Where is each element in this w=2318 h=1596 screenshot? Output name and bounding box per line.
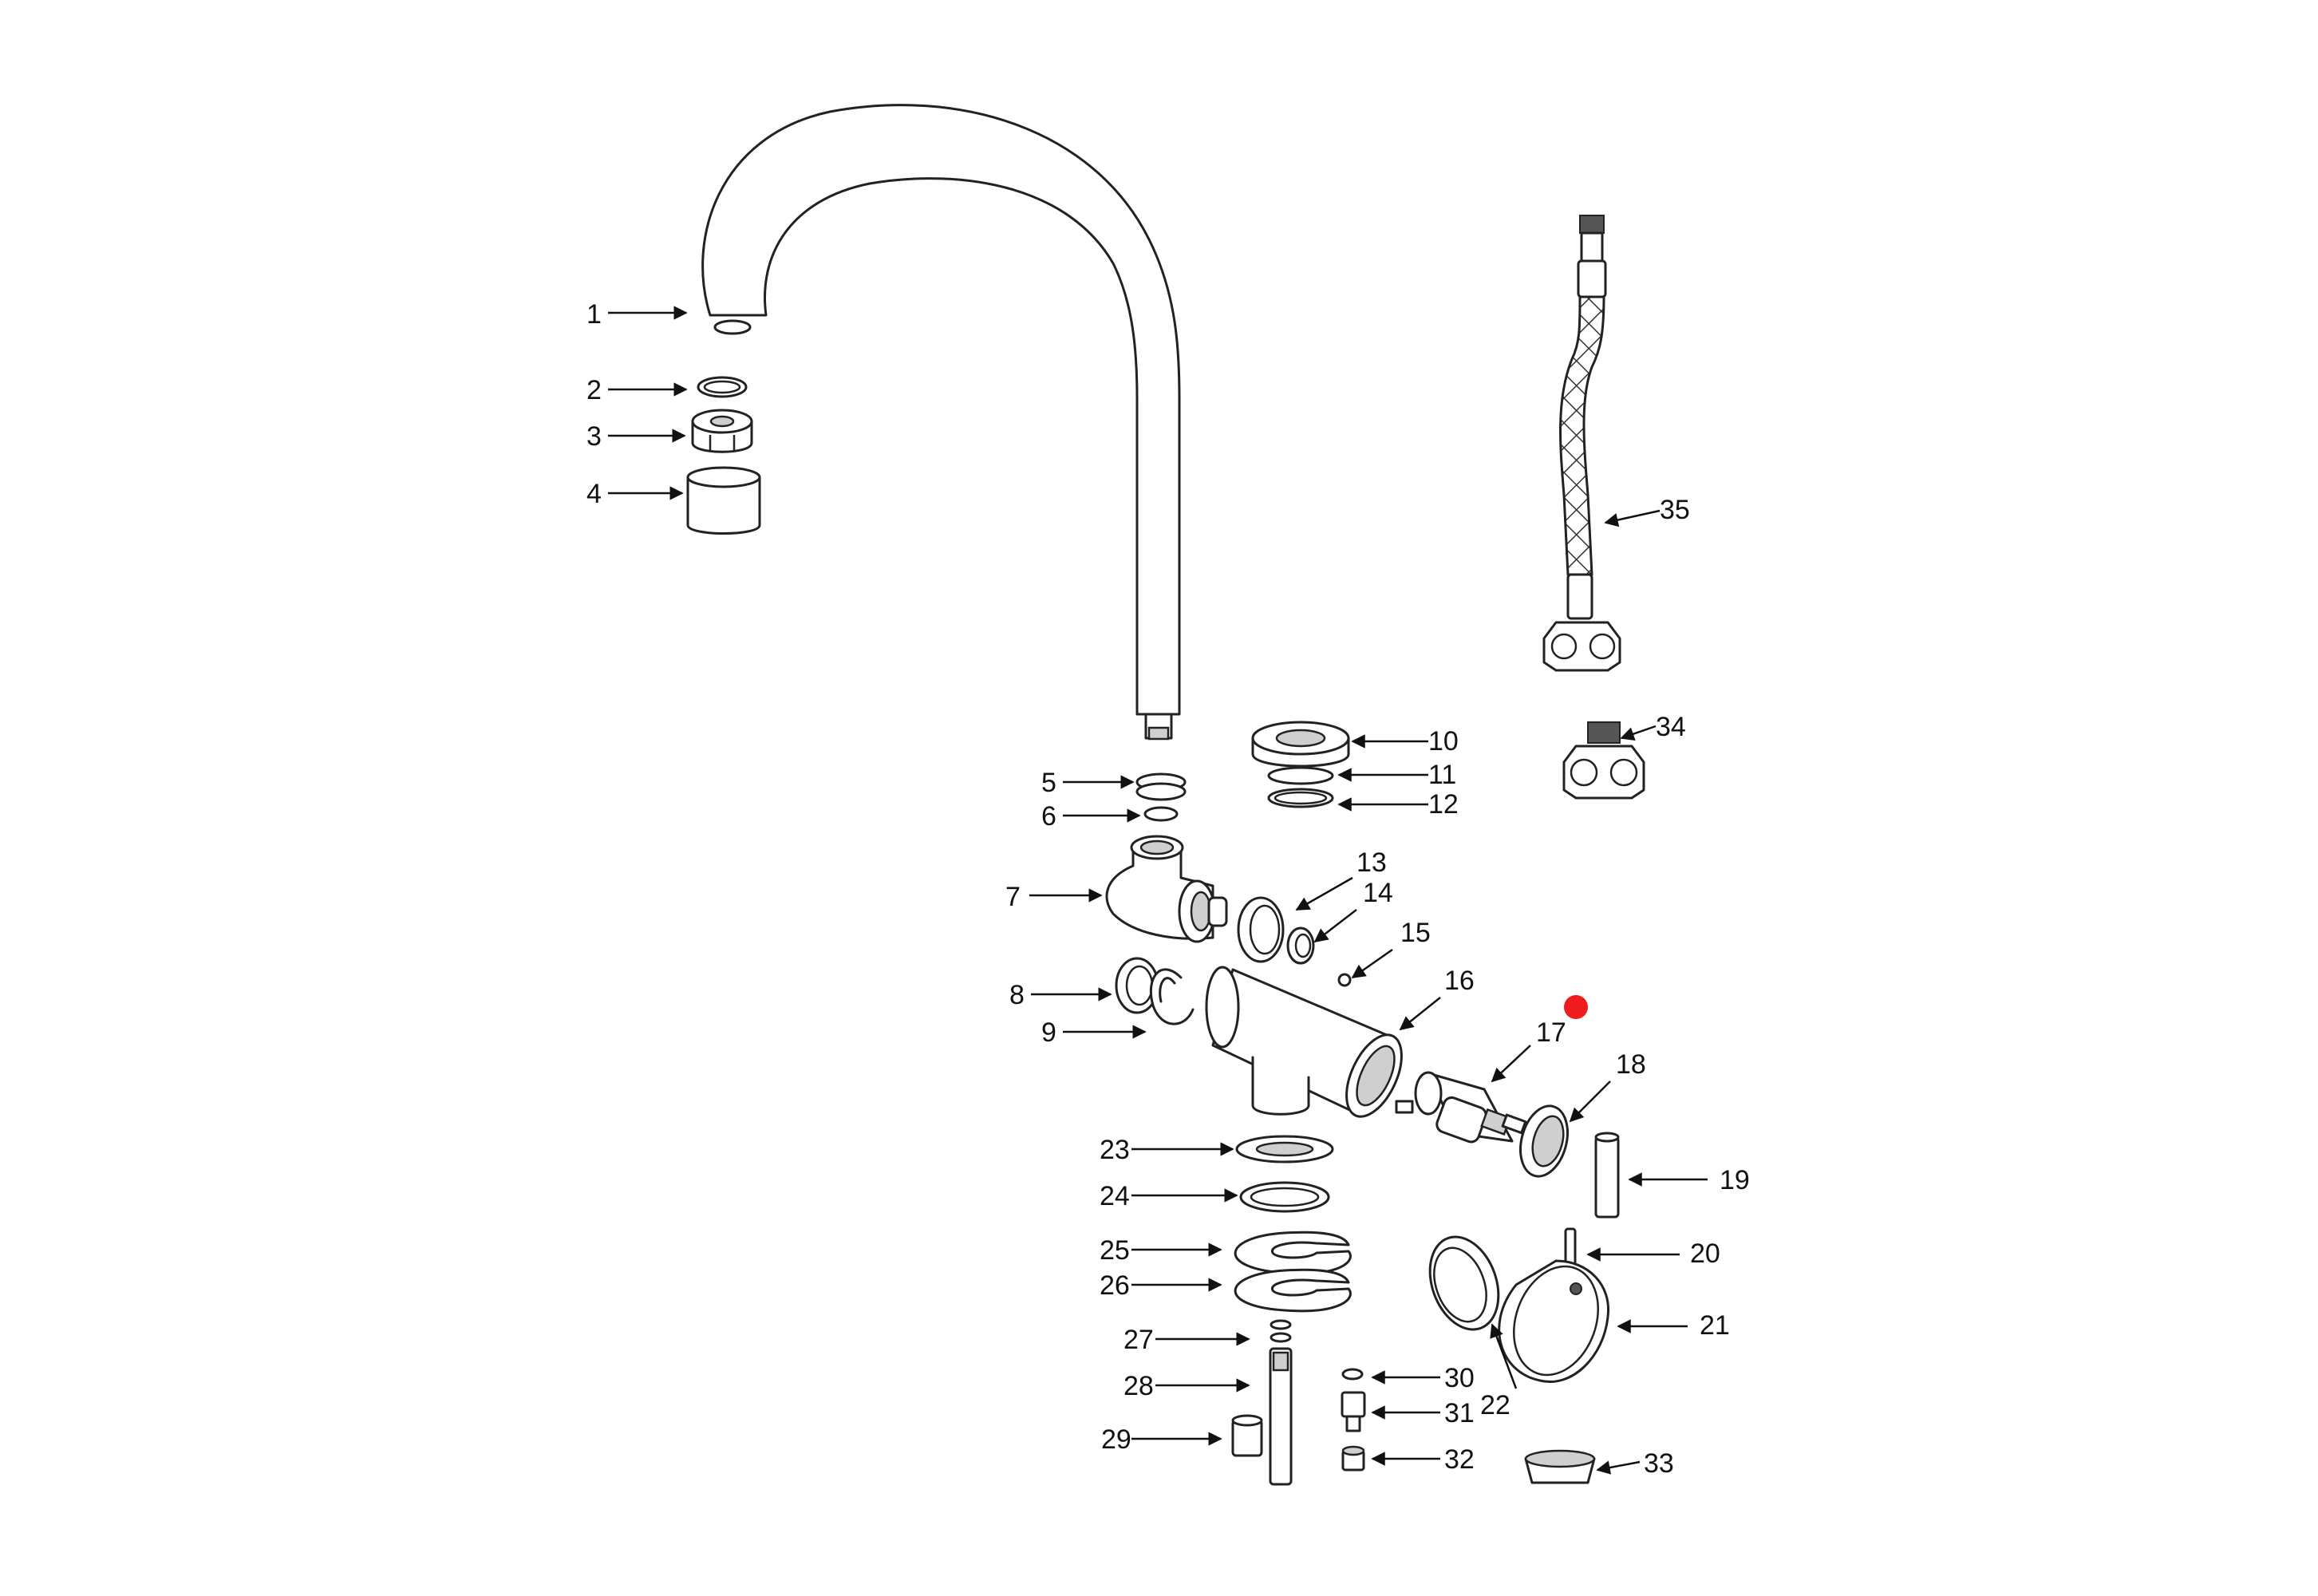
leader-line-17 — [1491, 1045, 1531, 1083]
callout-13: 13 — [1356, 847, 1387, 878]
leader-line-16 — [1399, 997, 1441, 1031]
callout-30: 30 — [1444, 1363, 1475, 1393]
callout-34: 34 — [1656, 712, 1686, 742]
part-12-gasket — [1267, 788, 1334, 808]
part-spout — [701, 104, 1181, 741]
callout-9: 9 — [1041, 1017, 1056, 1048]
part-2-o-ring — [697, 376, 748, 398]
part-28-threaded-rod — [1269, 1347, 1293, 1486]
part-6-o-ring — [1143, 806, 1179, 822]
part-26-horseshoe-washer — [1234, 1268, 1352, 1313]
leader-line-22 — [1490, 1323, 1518, 1389]
part-23-gasket — [1235, 1135, 1334, 1163]
part-29-connector — [1231, 1414, 1263, 1457]
part-19-lever — [1594, 1132, 1620, 1219]
callout-11: 11 — [1428, 760, 1456, 790]
callout-17: 17 — [1536, 1017, 1566, 1048]
part-9-split-ring — [1149, 968, 1195, 1025]
part-22-cap — [1428, 1235, 1500, 1331]
part-3-aerator-insert — [691, 409, 753, 453]
part-35-braided-hose — [1542, 215, 1621, 672]
part-10-base-flange — [1251, 721, 1350, 768]
part-32-nut — [1341, 1445, 1365, 1472]
leader-line-18 — [1569, 1080, 1611, 1123]
callout-15: 15 — [1400, 918, 1431, 948]
callout-layer: 1234567891011121314151617181920212223242… — [586, 299, 1750, 1479]
part-15-set-screw — [1337, 973, 1352, 987]
callout-28: 28 — [1123, 1371, 1154, 1401]
callout-19: 19 — [1720, 1165, 1750, 1195]
part-18-retaining-nut — [1519, 1104, 1569, 1178]
part-21-handle — [1498, 1259, 1610, 1383]
part-17-cartridge — [1414, 1071, 1527, 1144]
callout-21: 21 — [1700, 1310, 1730, 1341]
callout-22: 22 — [1480, 1390, 1510, 1420]
leader-line-35 — [1604, 509, 1661, 527]
callout-32: 32 — [1444, 1444, 1475, 1475]
leader-line-13 — [1295, 876, 1353, 911]
part-13-ring — [1237, 896, 1285, 963]
callout-6: 6 — [1041, 801, 1056, 832]
part-25-horseshoe-washer — [1234, 1231, 1352, 1275]
callout-12: 12 — [1428, 789, 1459, 820]
part-27-o-rings — [1270, 1319, 1292, 1343]
callout-14: 14 — [1363, 878, 1393, 908]
callout-29: 29 — [1101, 1424, 1131, 1455]
callout-8: 8 — [1009, 980, 1025, 1010]
leader-line-34 — [1620, 725, 1657, 741]
callout-4: 4 — [586, 479, 602, 509]
part-16-mixer-body — [1205, 966, 1414, 1118]
callout-16: 16 — [1444, 966, 1475, 996]
part-31-fitting — [1341, 1391, 1366, 1432]
callout-2: 2 — [586, 375, 602, 405]
callout-3: 3 — [586, 421, 602, 452]
callout-5: 5 — [1041, 768, 1056, 798]
callout-20: 20 — [1690, 1238, 1720, 1269]
leader-line-33 — [1596, 1460, 1641, 1475]
red-marker — [1564, 995, 1588, 1019]
callout-31: 31 — [1444, 1398, 1475, 1428]
part-11-o-ring — [1267, 766, 1334, 785]
callout-7: 7 — [1005, 882, 1021, 912]
part-14-ring — [1286, 926, 1315, 965]
part-24-gasket — [1239, 1181, 1330, 1213]
part-7-spout-adapter — [1105, 835, 1228, 943]
callout-1: 1 — [586, 299, 602, 330]
callout-24: 24 — [1100, 1181, 1130, 1211]
part-4-aerator-housing — [686, 466, 761, 535]
part-30-o-ring — [1341, 1368, 1364, 1381]
callout-23: 23 — [1100, 1135, 1130, 1165]
leader-line-14 — [1313, 909, 1357, 943]
part-33-strainer — [1524, 1449, 1596, 1484]
callout-35: 35 — [1660, 495, 1690, 525]
part-5-o-rings — [1135, 772, 1187, 801]
part-34-hex-nut — [1562, 721, 1645, 800]
callout-18: 18 — [1616, 1049, 1646, 1080]
leader-line-15 — [1351, 948, 1393, 979]
callout-25: 25 — [1100, 1235, 1130, 1266]
callout-27: 27 — [1123, 1325, 1154, 1355]
callout-26: 26 — [1100, 1270, 1130, 1301]
callout-10: 10 — [1428, 726, 1459, 757]
callout-33: 33 — [1644, 1448, 1674, 1479]
